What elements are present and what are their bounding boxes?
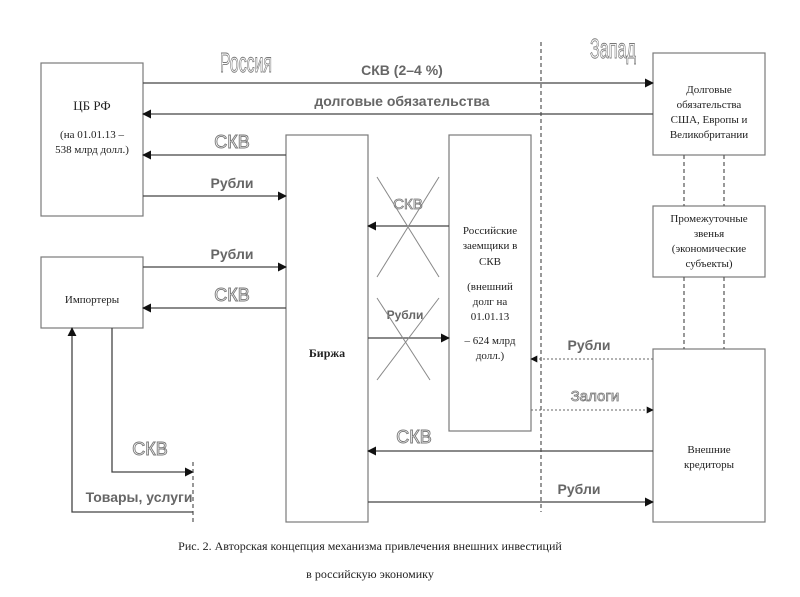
borrowers-line: СКВ [479, 256, 501, 268]
borrowers-line: долг на [473, 296, 508, 308]
borrowers-line: Российские [463, 225, 517, 237]
box-external-creditors: Внешние кредиторы [652, 348, 766, 523]
intermediate-line: субъекты) [685, 258, 732, 270]
label-rubles-importers-to-exchange: Рубли [211, 246, 254, 262]
borrowers-line: долл.) [476, 350, 505, 362]
intermediate-line: звенья [694, 228, 724, 240]
box-central-bank-line2: 538 млрд долл.) [55, 144, 129, 156]
label-rubles-exchange-crossed: Рубли [387, 308, 424, 322]
label-rubles-exchange-to-creditors: Рубли [558, 481, 601, 497]
region-west-label: Запад [590, 33, 636, 64]
label-collateral: Залоги [571, 388, 620, 405]
box-central-bank-line1: (на 01.01.13 – [60, 129, 124, 141]
label-goods-services: Товары, услуги [86, 489, 193, 505]
label-debt-obligations: долговые обязательства [314, 93, 489, 109]
west-debt-line: Великобритании [670, 129, 748, 141]
cross-out-mark [376, 297, 431, 381]
box-importers: Импортеры [40, 256, 144, 329]
arrow-skv-importers-out [111, 328, 194, 477]
label-skv-borrowers-crossed: СКВ [393, 196, 423, 213]
box-intermediate-links: Промежуточные звенья (экономические субъ… [652, 205, 766, 278]
west-debt-line: США, Европы и [671, 114, 748, 126]
label-rubles-cb-to-exchange: Рубли [211, 175, 254, 191]
arrow-goods-services-in [67, 327, 193, 513]
intermediate-line: (экономические [672, 243, 746, 255]
label-rubles-creditors-to-borrowers: Рубли [568, 337, 611, 353]
box-exchange-title: Биржа [309, 346, 345, 360]
borrowers-line: – 624 млрд [464, 335, 516, 347]
box-central-bank-title: ЦБ РФ [73, 98, 110, 113]
box-russian-borrowers: Российские заемщики в СКВ (внешний долг … [448, 134, 532, 432]
west-debt-line: обязательства [677, 99, 742, 111]
borrowers-line: 01.01.13 [471, 311, 510, 323]
west-debt-line: Долговые [686, 84, 732, 96]
cross-out-mark [376, 297, 440, 381]
label-skv-importers-out: СКВ [132, 439, 168, 459]
label-skv-creditors-to-exchange: СКВ [396, 427, 432, 447]
box-importers-title: Импортеры [65, 294, 120, 306]
cross-out-mark [376, 176, 440, 278]
creditors-line: кредиторы [684, 459, 735, 471]
box-west-debt-obligations: Долговые обязательства США, Европы и Вел… [652, 52, 766, 156]
label-skv-to-west: СКВ (2–4 %) [361, 62, 443, 78]
borrowers-line: (внешний [467, 281, 513, 293]
region-russia-label: Россия [220, 47, 272, 78]
figure-caption-line2: в российскую экономику [306, 567, 434, 581]
box-central-bank: ЦБ РФ (на 01.01.13 – 538 млрд долл.) [40, 62, 144, 217]
label-skv-exchange-to-cb: СКВ [214, 132, 250, 152]
label-skv-exchange-to-importers: СКВ [214, 285, 250, 305]
box-exchange: Биржа [285, 134, 369, 523]
borrowers-line: заемщики в [463, 240, 518, 252]
figure-caption-line1: Рис. 2. Авторская концепция механизма пр… [178, 539, 562, 553]
creditors-line: Внешние [687, 444, 730, 456]
intermediate-line: Промежуточные [670, 213, 747, 225]
